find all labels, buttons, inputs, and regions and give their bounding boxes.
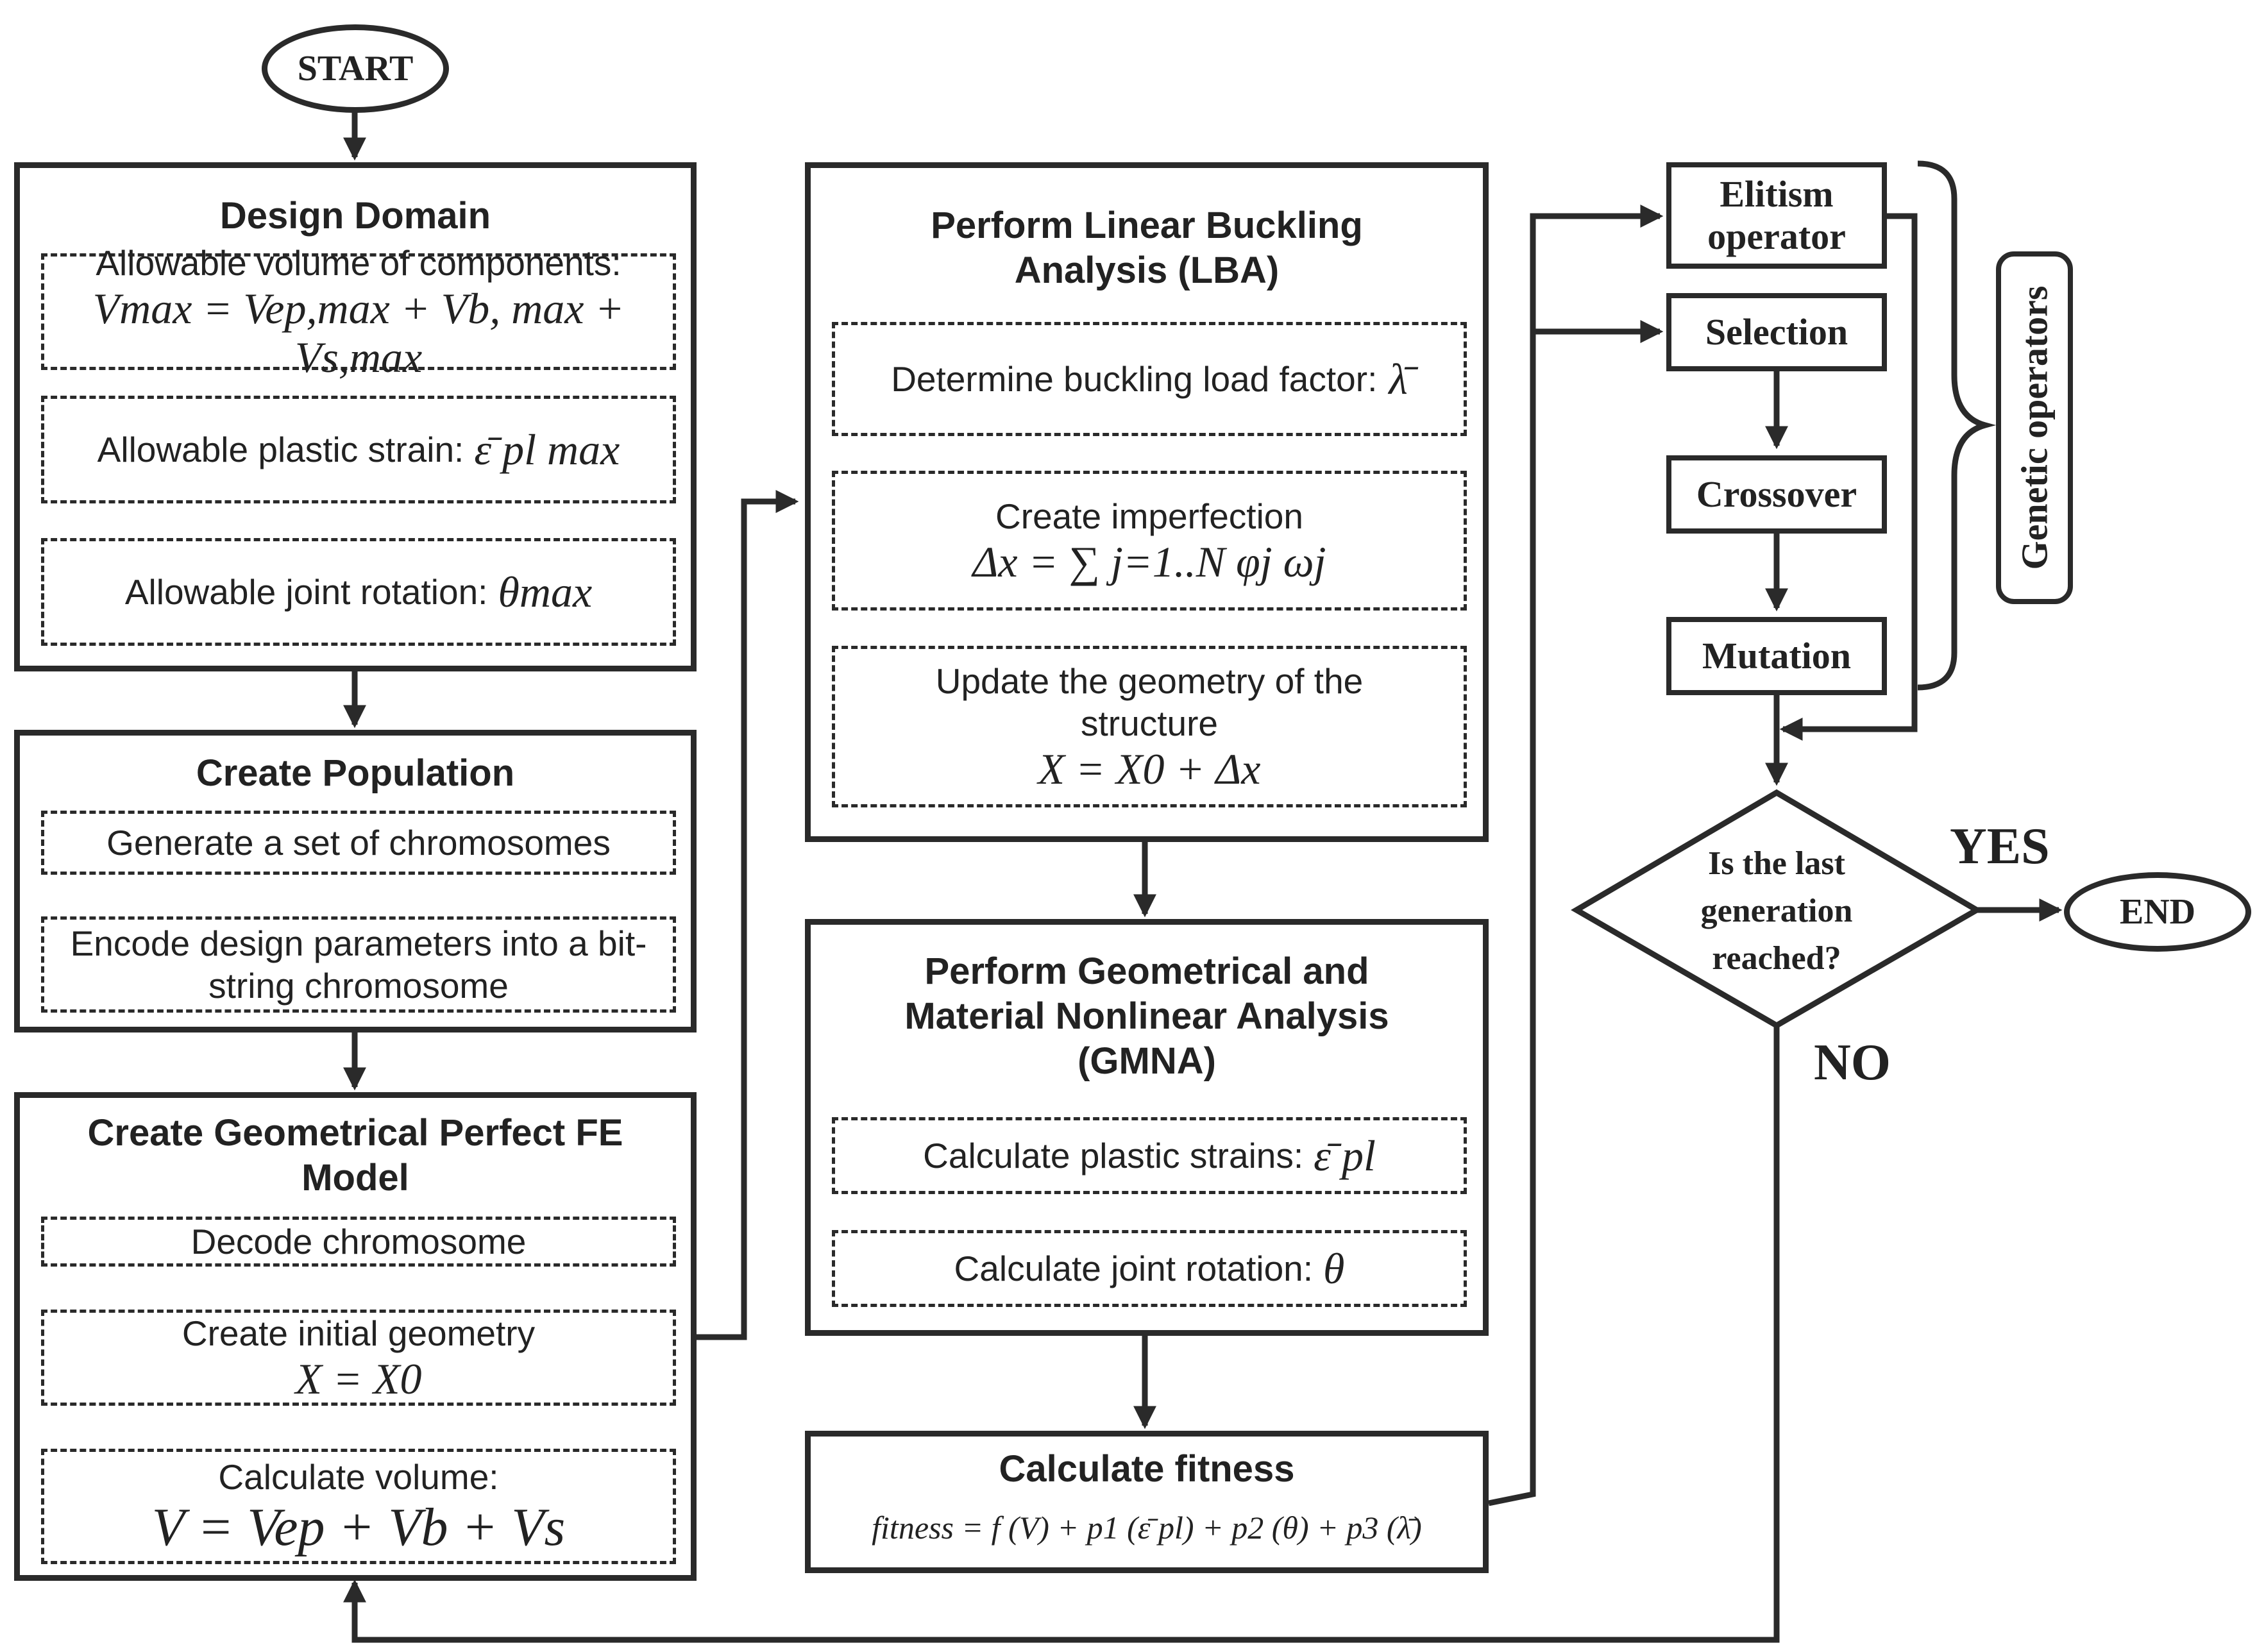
arrow-no-loop — [343, 1025, 1780, 1643]
calculate-volume-step: Calculate volume: V = Vep + Vb + Vs — [41, 1449, 676, 1564]
rotation-symbol: θmax — [498, 568, 593, 616]
strain-symbol: ε̄ pl max — [474, 425, 620, 474]
genetic-operators-label: Genetic operators — [2013, 285, 2056, 570]
crossover-label: Crossover — [1696, 473, 1857, 515]
plastic-strains-label: Calculate plastic strains: — [923, 1136, 1304, 1176]
end-node: END — [2064, 872, 2251, 952]
genetic-operators-label-box: Genetic operators — [1996, 251, 2073, 604]
decision-diamond — [1571, 789, 1982, 1029]
selection-label: Selection — [1705, 311, 1848, 353]
calculate-volume-equation: V = Vep + Vb + Vs — [151, 1497, 566, 1557]
buckling-factor-symbol: λ̄ — [1389, 355, 1408, 403]
crossover-box: Crossover — [1666, 455, 1887, 534]
design-domain-title: Design Domain — [219, 195, 491, 237]
generate-chromosomes-label: Generate a set of chromosomes — [106, 823, 611, 863]
selection-box: Selection — [1666, 293, 1887, 371]
lba-title: Perform Linear Buckling Analysis (LBA) — [931, 205, 1363, 291]
buckling-factor-label: Determine buckling load factor: — [891, 359, 1378, 399]
plastic-strains-step: Calculate plastic strains: ε̄ pl — [832, 1117, 1467, 1194]
update-geometry-equation: X = X0 + Δx — [1038, 745, 1261, 793]
volume-constraint: Allowable volume of components: Vmax = V… — [41, 243, 676, 382]
no-label: NO — [1814, 1034, 1891, 1091]
decision-question: Is the last generation reached? — [1700, 845, 1853, 977]
fitness-title: Calculate fitness — [999, 1448, 1295, 1490]
elitism-operator-box: Elitism operator — [1666, 162, 1887, 269]
initial-geometry-equation: X = X0 — [295, 1354, 422, 1403]
lba-box: Perform Linear Buckling Analysis (LBA) D… — [805, 162, 1489, 842]
volume-label: Allowable volume of components: — [96, 243, 621, 283]
encode-parameters-step: Encode design parameters into a bit-stri… — [41, 916, 676, 1013]
fe-model-box: Create Geometrical Perfect FE Model Deco… — [14, 1092, 697, 1581]
end-label: END — [2119, 892, 2196, 932]
strain-label: Allowable plastic strain: — [97, 430, 464, 469]
start-node: START — [262, 24, 449, 113]
fitness-equation: fitness = f (V) + p1 (ε̄ pl) + p2 (θ) + … — [872, 1510, 1422, 1546]
initial-geometry-label: Create initial geometry — [182, 1313, 536, 1353]
decode-chromosome-label: Decode chromosome — [190, 1222, 527, 1261]
arrow-fitness-elitism — [1488, 205, 1664, 1506]
volume-equation: Vmax = Vep,max + Vb, max + Vs,max — [92, 284, 625, 382]
fitness-box: Calculate fitness fitness = f (V) + p1 (… — [805, 1431, 1489, 1573]
encode-parameters-label: Encode design parameters into a bit-stri… — [70, 923, 647, 1006]
decode-chromosome-step: Decode chromosome — [41, 1217, 676, 1267]
mutation-label: Mutation — [1702, 635, 1851, 677]
imperfection-label: Create imperfection — [995, 496, 1303, 536]
gmna-box: Perform Geometrical and Material Nonline… — [805, 919, 1489, 1336]
create-population-box: Create Population Generate a set of chro… — [14, 730, 697, 1032]
yes-label: YES — [1950, 818, 2050, 875]
joint-rotation-step: Calculate joint rotation: θ — [832, 1230, 1467, 1307]
rotation-constraint: Allowable joint rotation: θmax — [41, 538, 676, 646]
joint-rotation-symbol: θ — [1323, 1244, 1345, 1293]
mutation-box: Mutation — [1666, 617, 1887, 695]
start-label: START — [297, 49, 414, 88]
update-geometry-label: Update the geometry of the structure — [935, 661, 1364, 743]
generate-chromosomes-step: Generate a set of chromosomes — [41, 811, 676, 875]
arrow-elitism-merge — [1779, 213, 1918, 741]
calculate-volume-label: Calculate volume: — [218, 1457, 499, 1497]
fe-model-title: Create Geometrical Perfect FE Model — [87, 1112, 623, 1199]
imperfection-step: Create imperfection Δx = ∑ j=1..N φj ωj — [832, 471, 1467, 611]
initial-geometry-step: Create initial geometry X = X0 — [41, 1310, 676, 1406]
strain-constraint: Allowable plastic strain: ε̄ pl max — [41, 396, 676, 503]
plastic-strains-symbol: ε̄ pl — [1314, 1131, 1376, 1180]
buckling-factor-step: Determine buckling load factor: λ̄ — [832, 322, 1467, 436]
imperfection-equation: Δx = ∑ j=1..N φj ωj — [972, 537, 1326, 586]
arrow-fe-lba — [695, 490, 799, 1340]
genetic-brace — [1917, 160, 1997, 691]
elitism-operator-label: Elitism operator — [1707, 173, 1846, 257]
rotation-label: Allowable joint rotation: — [124, 572, 488, 612]
update-geometry-step: Update the geometry of the structure X =… — [832, 646, 1467, 807]
joint-rotation-label: Calculate joint rotation: — [954, 1249, 1314, 1288]
design-domain-box: Design Domain Allowable volume of compon… — [14, 162, 697, 671]
gmna-title: Perform Geometrical and Material Nonline… — [904, 950, 1389, 1082]
create-population-title: Create Population — [196, 752, 515, 794]
